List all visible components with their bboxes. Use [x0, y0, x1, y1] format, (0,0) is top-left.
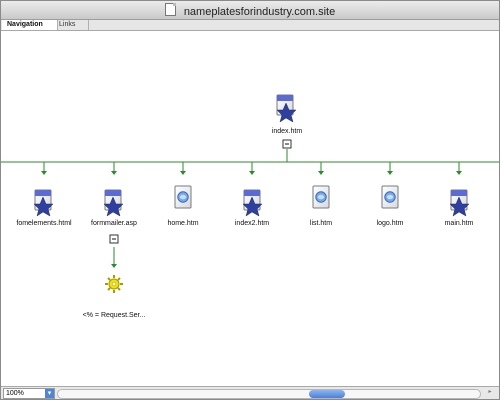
- root-collapse-icon[interactable]: [282, 139, 292, 149]
- main-label[interactable]: main.htm: [444, 220, 474, 227]
- main-icon-graphic: [449, 189, 470, 217]
- home-label[interactable]: home.htm: [167, 220, 199, 227]
- list-label[interactable]: list.htm: [309, 220, 333, 227]
- home-icon-graphic: [174, 185, 192, 209]
- root-label[interactable]: index.htm: [271, 128, 303, 135]
- connectors: [41, 162, 462, 268]
- status-bar: 100% ▾ ▸: [1, 386, 499, 399]
- request-server-label[interactable]: <% = Request.Ser...: [82, 312, 146, 319]
- index2-icon-graphic: [242, 189, 263, 217]
- formmailer-collapse-icon[interactable]: [109, 234, 119, 244]
- zoom-select[interactable]: 100% ▾: [3, 388, 55, 399]
- horizontal-scrollbar[interactable]: [57, 389, 481, 399]
- navigation-canvas[interactable]: index.htm fomelements.html formmailer.as…: [1, 31, 499, 387]
- fomelements-label[interactable]: fomelements.html: [16, 220, 72, 227]
- site-map-diagram: [1, 94, 499, 293]
- root-icon-graphic: [276, 94, 297, 123]
- title-bar: nameplatesforindustry.com.site: [1, 1, 499, 20]
- logo-label[interactable]: logo.htm: [376, 220, 404, 227]
- zoom-arrow-icon[interactable]: ▾: [45, 389, 54, 398]
- window-title: nameplatesforindustry.com.site: [183, 6, 336, 18]
- title-wrap: nameplatesforindustry.com.site: [1, 3, 499, 18]
- list-icon-graphic: [312, 185, 330, 209]
- formmailer-icon-graphic: [103, 189, 124, 217]
- logo-icon-graphic: [381, 185, 399, 209]
- formmailer-label[interactable]: formmailer.asp: [91, 220, 137, 227]
- scroll-arrows-icon[interactable]: ▸: [488, 389, 492, 395]
- fomelements-icon-graphic: [33, 189, 54, 217]
- scroll-thumb[interactable]: [309, 390, 345, 398]
- document-icon: [164, 3, 176, 16]
- index2-label[interactable]: index2.htm: [234, 220, 270, 227]
- tab-bar: Navigation Links: [1, 20, 499, 31]
- zoom-value: 100%: [6, 390, 24, 397]
- gear-icon: [105, 275, 123, 293]
- tab-links[interactable]: Links: [54, 20, 89, 30]
- tab-navigation[interactable]: Navigation: [2, 20, 58, 30]
